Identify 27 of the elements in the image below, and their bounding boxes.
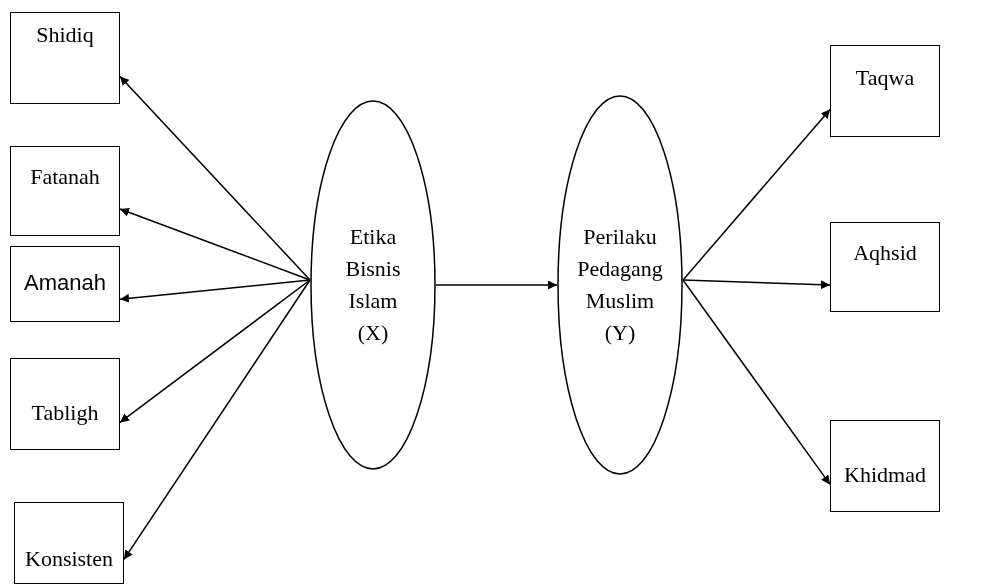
arrow xyxy=(682,279,831,486)
arrow xyxy=(119,207,311,281)
node-label: Shidiq xyxy=(36,21,94,49)
arrow xyxy=(435,280,558,290)
node-label: Etika Bisnis Islam (X) xyxy=(344,223,402,347)
indicator-box xyxy=(10,146,120,236)
node-label: Khidmad xyxy=(844,461,926,489)
node-label: Aqhsid xyxy=(853,239,917,267)
node-label: Amanah xyxy=(24,269,106,297)
node-label: Perilaku Pedagang Muslim (Y) xyxy=(576,223,664,347)
arrow xyxy=(123,279,311,561)
indicator-box xyxy=(10,358,120,450)
indicator-box xyxy=(830,420,940,512)
node-label: Fatanah xyxy=(30,163,100,191)
node-label: Tabligh xyxy=(31,399,99,427)
node-label: Taqwa xyxy=(855,64,915,92)
arrow xyxy=(119,279,311,424)
arrow xyxy=(119,75,311,281)
node-label: Konsisten xyxy=(25,545,113,573)
indicator-box xyxy=(830,222,940,312)
indicator-box xyxy=(830,45,940,137)
indicator-box xyxy=(14,502,124,584)
indicator-box xyxy=(10,12,120,104)
indicator-box xyxy=(10,246,120,322)
arrow xyxy=(682,108,831,281)
arrow xyxy=(682,279,831,290)
arrow xyxy=(119,279,311,303)
